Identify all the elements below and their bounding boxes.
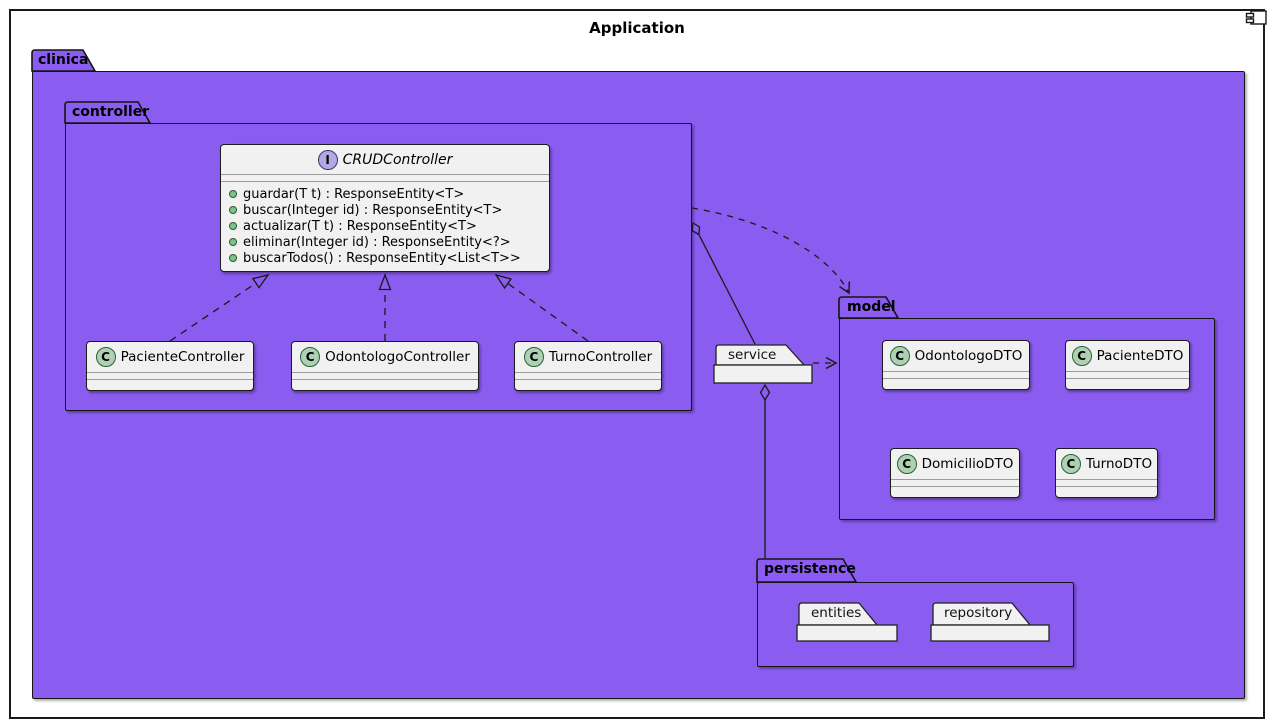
class-icon: C xyxy=(300,347,321,367)
package-persistence-body xyxy=(757,582,1074,667)
methods-compartment xyxy=(1066,378,1189,389)
package-controller-label: controller xyxy=(72,104,150,120)
class-icon: C xyxy=(896,454,917,474)
method-signature: guardar(T t) : ResponseEntity<T> xyxy=(243,186,465,202)
method-row: buscar(Integer id) : ResponseEntity<T> xyxy=(229,202,541,218)
class-header: C TurnoDTO xyxy=(1056,449,1157,479)
methods-compartment: guardar(T t) : ResponseEntity<T> buscar(… xyxy=(221,181,549,271)
class-name: PacienteDTO xyxy=(1096,348,1184,364)
attributes-compartment xyxy=(292,372,478,379)
method-row: actualizar(T t) : ResponseEntity<T> xyxy=(229,218,541,234)
class-icon: C xyxy=(1071,346,1092,366)
method-signature: actualizar(T t) : ResponseEntity<T> xyxy=(243,218,477,234)
class-header: C PacienteDTO xyxy=(1066,341,1189,371)
methods-compartment xyxy=(515,379,661,390)
method-signature: eliminar(Integer id) : ResponseEntity<?> xyxy=(243,234,511,250)
class-header: C PacienteController xyxy=(87,342,253,372)
class-icon: C xyxy=(1060,454,1081,474)
class-turnodto: C TurnoDTO xyxy=(1055,448,1158,498)
attributes-compartment xyxy=(515,372,661,379)
class-icon: C xyxy=(889,346,910,366)
method-signature: buscarTodos() : ResponseEntity<List<T>> xyxy=(243,250,521,266)
class-header: C OdontologoDTO xyxy=(883,341,1029,371)
class-turnocontroller: C TurnoController xyxy=(514,341,662,391)
class-domiciliodto: C DomicilioDTO xyxy=(890,448,1020,498)
interface-header: I CRUDController xyxy=(221,145,549,174)
package-model-label: model xyxy=(847,299,896,315)
attributes-compartment xyxy=(1056,479,1157,486)
methods-compartment xyxy=(1056,486,1157,497)
method-row: buscarTodos() : ResponseEntity<List<T>> xyxy=(229,250,541,266)
public-method-icon xyxy=(229,238,237,246)
public-method-icon xyxy=(229,206,237,214)
package-service-label: service xyxy=(728,347,777,363)
public-method-icon xyxy=(229,190,237,198)
package-entities-label: entities xyxy=(811,605,862,621)
interface-name: CRUDController xyxy=(342,151,453,168)
methods-compartment xyxy=(891,486,1019,497)
attributes-compartment xyxy=(883,371,1029,378)
package-clinica-label: clinica xyxy=(38,52,89,68)
interface-crudcontroller: I CRUDController guardar(T t) : Response… xyxy=(220,144,550,272)
method-row: eliminar(Integer id) : ResponseEntity<?> xyxy=(229,234,541,250)
class-header: C DomicilioDTO xyxy=(891,449,1019,479)
package-persistence-label: persistence xyxy=(764,561,856,577)
class-odontologodto: C OdontologoDTO xyxy=(882,340,1030,390)
method-row: guardar(T t) : ResponseEntity<T> xyxy=(229,186,541,202)
methods-compartment xyxy=(292,379,478,390)
class-name: OdontologoDTO xyxy=(914,348,1023,364)
class-name: TurnoDTO xyxy=(1085,456,1153,472)
frame-title: Application xyxy=(589,19,685,37)
class-icon: C xyxy=(523,347,544,367)
class-header: C TurnoController xyxy=(515,342,661,372)
class-name: PacienteController xyxy=(120,349,245,365)
method-signature: buscar(Integer id) : ResponseEntity<T> xyxy=(243,202,503,218)
public-method-icon xyxy=(229,254,237,262)
attributes-compartment xyxy=(87,372,253,379)
methods-compartment xyxy=(87,379,253,390)
package-repository-label: repository xyxy=(944,605,1013,621)
class-pacientecontroller: C PacienteController xyxy=(86,341,254,391)
attributes-compartment xyxy=(1066,371,1189,378)
class-icon: C xyxy=(95,347,116,367)
interface-icon: I xyxy=(317,149,338,170)
class-name: OdontologoController xyxy=(325,349,470,365)
attributes-compartment xyxy=(221,174,549,181)
class-odontologocontroller: C OdontologoController xyxy=(291,341,479,391)
public-method-icon xyxy=(229,222,237,230)
class-name: DomicilioDTO xyxy=(921,456,1014,472)
class-header: C OdontologoController xyxy=(292,342,478,372)
class-pacientedto: C PacienteDTO xyxy=(1065,340,1190,390)
attributes-compartment xyxy=(891,479,1019,486)
class-name: TurnoController xyxy=(548,349,653,365)
methods-compartment xyxy=(883,378,1029,389)
